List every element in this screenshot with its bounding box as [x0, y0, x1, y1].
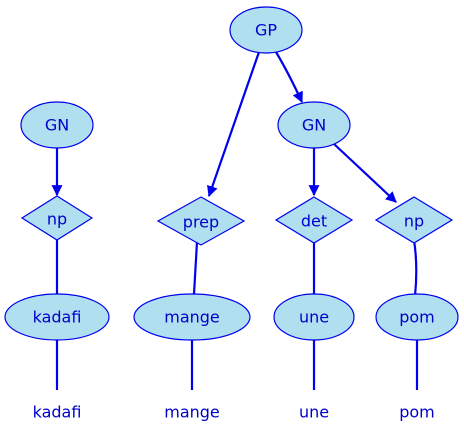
node-gn-left: GN [20, 101, 94, 149]
node-une-shape [273, 293, 355, 341]
node-une: une [273, 293, 355, 341]
node-pom-label: pom [399, 308, 435, 327]
node-np-right-shape [374, 196, 454, 244]
node-mange-shape [133, 293, 251, 341]
node-np-left-shape [20, 195, 94, 241]
terminal-words: kadafi mange une pom [33, 403, 435, 422]
node-gn-left-label: GN [45, 116, 69, 135]
node-gn-left-shape [20, 101, 94, 149]
edge-np-right-to-pom [412, 239, 418, 297]
node-np-right: np [374, 196, 454, 244]
node-une-label: une [299, 308, 329, 327]
node-prep: prep [156, 196, 246, 246]
edge-gp-to-gn-right [275, 51, 303, 103]
word-kadafi: kadafi [33, 403, 82, 422]
node-mange-label: mange [164, 308, 220, 327]
word-une: une [299, 403, 329, 422]
node-kadafi: kadafi [4, 293, 110, 341]
node-det-label: det [301, 212, 327, 231]
word-pom: pom [399, 403, 435, 422]
node-np-left-label: np [47, 210, 67, 229]
edge-prep-to-mange [192, 241, 199, 295]
edge-gn-right-to-np-right [333, 143, 397, 203]
node-mange: mange [133, 293, 251, 341]
node-det-shape [274, 196, 354, 244]
node-prep-label: prep [183, 213, 219, 232]
edge-gp-to-prep [207, 51, 261, 198]
node-gn-right-shape [277, 101, 351, 149]
node-np-left: np [20, 195, 94, 241]
edges [51, 51, 419, 390]
node-prep-shape [156, 196, 246, 246]
node-np-right-label: np [404, 212, 424, 231]
node-gn-right-label: GN [302, 116, 326, 135]
node-gp-shape [229, 6, 303, 54]
node-gp-label: GP [255, 21, 277, 40]
node-kadafi-shape [4, 293, 110, 341]
node-gp: GP [229, 6, 303, 54]
node-kadafi-label: kadafi [33, 308, 82, 327]
word-mange: mange [164, 403, 220, 422]
node-det: det [274, 196, 354, 244]
node-gn-right: GN [277, 101, 351, 149]
node-pom: pom [375, 293, 459, 341]
node-pom-shape [375, 293, 459, 341]
